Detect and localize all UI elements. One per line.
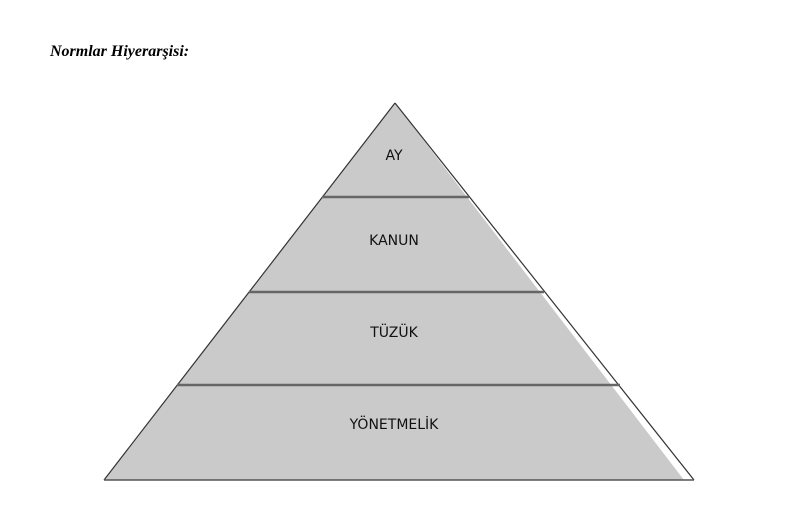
level-label-ay: AY — [385, 148, 402, 164]
level-label-kanun: KANUN — [369, 233, 419, 249]
pyramid-right-edge — [394, 102, 695, 481]
diagram-title: Normlar Hiyerarşisi: — [50, 43, 190, 60]
level-label-yonetmelik: YÖNETMELİK — [349, 415, 440, 433]
level-label-tuzuk: TÜZÜK — [369, 323, 418, 341]
